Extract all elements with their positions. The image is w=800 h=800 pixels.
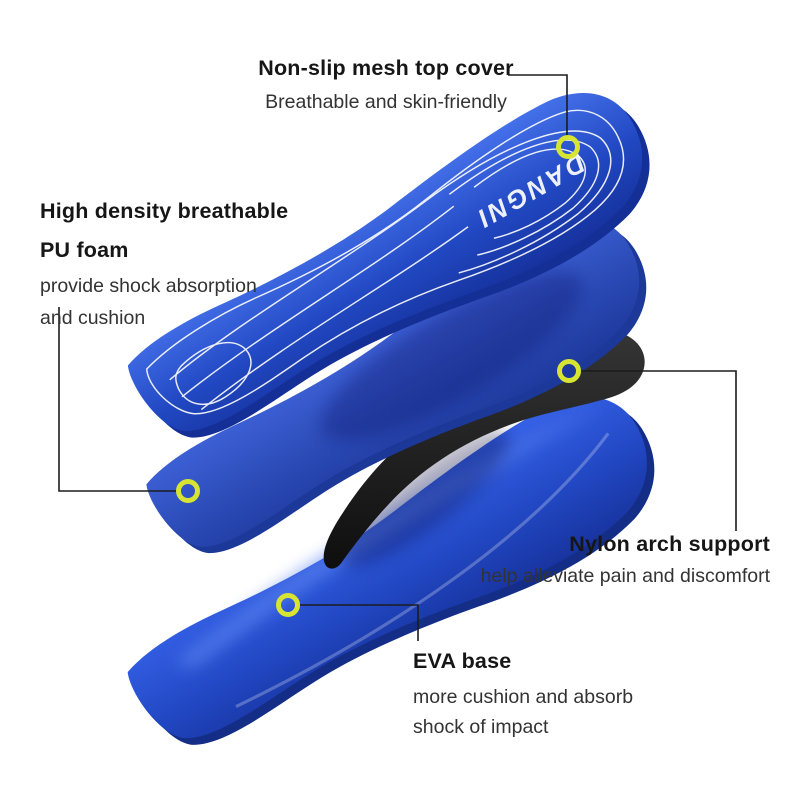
marker-eva-base [276,593,300,617]
pu-foam-description-line1: provide shock absorption [40,275,257,297]
annotation-mesh-cover: Non-slip mesh top cover Breathable and s… [246,56,526,114]
pu-foam-title-line1: High density breathable [40,199,289,223]
eva-base-ridge-line [235,432,610,708]
annotation-pu-foam: High density breathable PU foam provide … [40,192,320,334]
eva-base-title: EVA base [413,649,512,673]
pu-foam-layer [133,195,675,592]
marker-pu-foam [176,479,200,503]
mesh-cover-description: Breathable and skin-friendly [265,91,507,113]
eva-base-description-line2: shock of impact [413,716,549,738]
pu-foam-description-line2: and cushion [40,307,146,329]
mesh-contour-lines [145,109,625,415]
marker-mesh-cover [556,135,580,159]
arch-support-title: Nylon arch support [569,532,770,556]
callout-line-arch-support [580,370,737,531]
annotation-arch-support: Nylon arch support help alleviate pain a… [440,532,770,588]
eva-base-description-line1: more cushion and absorb [413,686,634,708]
layer-markers [176,135,581,617]
callout-line-pu-foam [58,307,177,492]
annotation-eva-base: EVA base more cushion and absorb shock o… [413,649,693,742]
arch-support-shadow [340,429,510,567]
pu-foam-shading [320,271,583,441]
mesh-cover-title: Non-slip mesh top cover [258,56,514,80]
pu-foam-title-line2: PU foam [40,238,129,262]
arch-support-description: help alleviate pain and discomfort [480,565,770,587]
callout-line-mesh-cover [508,74,568,136]
callout-lines [58,74,737,641]
callout-line-eva-base [299,604,419,641]
marker-arch-support [557,359,581,383]
mesh-top-cover-layer: DANGNI [114,69,679,478]
nylon-arch-support-layer [323,330,645,569]
